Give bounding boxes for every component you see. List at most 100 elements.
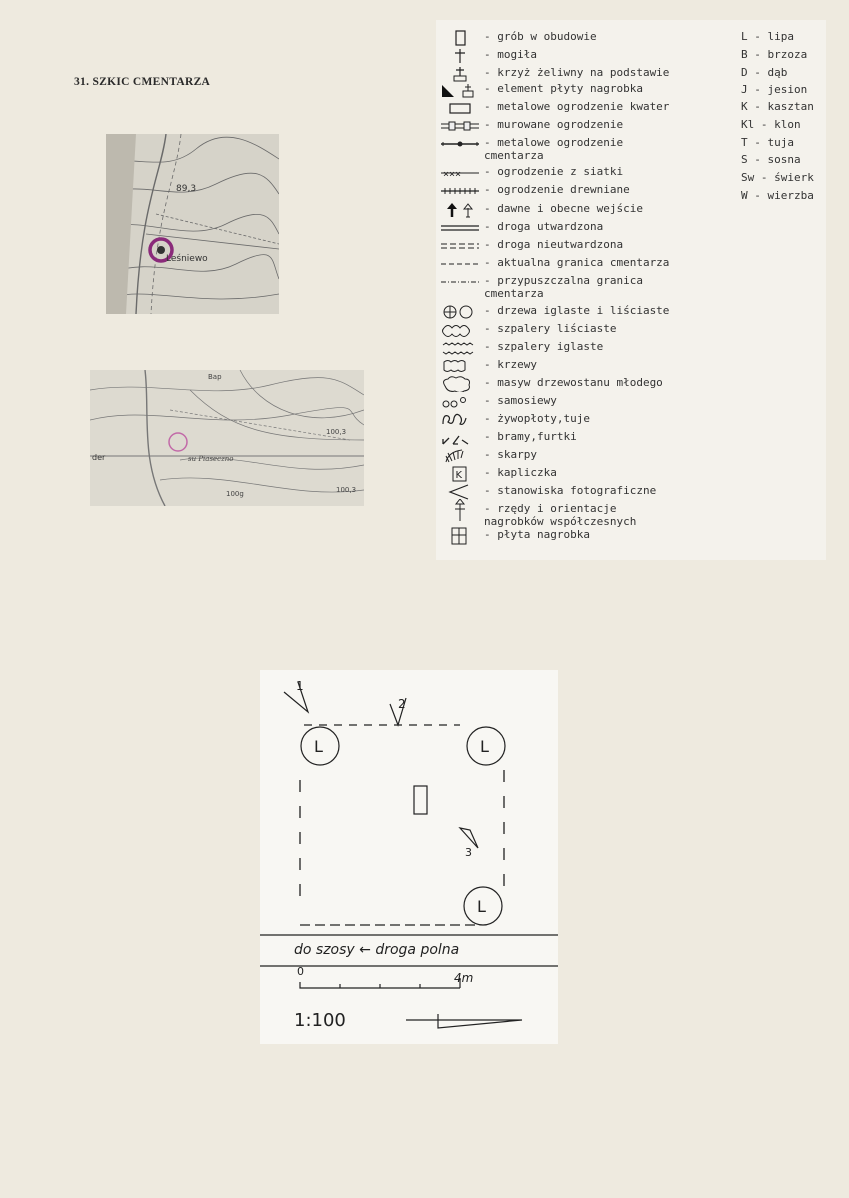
legend-item: - metalowe ogrodzenie kwater <box>436 100 669 116</box>
svg-text:K: K <box>456 470 463 481</box>
legend-item: - krzyż żeliwny na podstawie <box>436 66 669 82</box>
conifer-rows-icon <box>442 342 474 355</box>
paved-road-icon <box>441 225 479 231</box>
sketch-drawing: L L L 1 2 3 do szosy ← droga polna 0 4m <box>260 679 558 1031</box>
field-road-icon <box>260 934 558 967</box>
legend-item: - droga nieutwardzona <box>436 238 623 254</box>
topographic-map-2: der su Piaseczno Bap 100g 100,3 100,3 <box>90 370 364 506</box>
legend-item: - dawne i obecne wejście <box>436 202 643 218</box>
legend-item: ××× - ogrodzenie z siatki <box>436 165 623 181</box>
entrance-arrows-icon <box>447 203 474 218</box>
legend-item: - ogrodzenie drewniane <box>436 183 630 199</box>
tree-abbrev: B - brzoza <box>741 48 808 61</box>
grave-rows-icon <box>454 499 466 521</box>
tomb-slab-icon <box>451 527 467 545</box>
legend-item: - metalowe ogrodzenie cmentarza <box>436 136 623 162</box>
legend-item: - droga utwardzona <box>436 220 603 236</box>
north-arrow-icon <box>406 1014 523 1029</box>
shrubs-icon <box>443 360 466 372</box>
brick-fence-icon <box>441 121 479 131</box>
tree-abbrev: S - sosna <box>741 153 801 166</box>
map2-label: Bap <box>208 373 222 381</box>
legend-item: - przypuszczalna granica cmentarza <box>436 274 643 300</box>
photo-marker-1: 1 <box>296 679 304 693</box>
quarter-fence-icon <box>449 103 471 114</box>
scale-ratio: 1:100 <box>294 1010 346 1031</box>
legend-item: - aktualna granica cmentarza <box>436 256 669 272</box>
burial-mound-cross-icon <box>455 49 465 63</box>
metal-fence-icon <box>441 141 479 147</box>
page-title: 31. SZKIC CMENTARZA <box>74 76 211 88</box>
wooden-fence-icon <box>441 188 479 194</box>
legend-item: - skarpy <box>436 448 537 464</box>
photo-position-icon <box>448 484 469 500</box>
legend-item: - szpalery iglaste <box>436 340 603 356</box>
map2-label: 100,3 <box>336 486 356 494</box>
photo-position-icon <box>458 827 479 849</box>
scale-end: 4m <box>454 971 473 985</box>
legend-item: K - kapliczka <box>436 466 557 482</box>
tree-abbrev: D - dąb <box>741 66 788 79</box>
scale-bar <box>299 978 461 989</box>
tree-abbrev: K - kasztan <box>741 100 814 113</box>
chapel-icon: K <box>452 466 467 482</box>
map2-place-label: su Piaseczno <box>188 455 234 463</box>
svg-text:L: L <box>314 737 323 756</box>
legend-item: - rzędy i orientacje nagrobków współczes… <box>436 499 636 528</box>
deciduous-rows-icon <box>442 325 470 337</box>
legend-item: - bramy,furtki <box>436 430 577 446</box>
legend-item: - szpalery liściaste <box>436 322 616 338</box>
photo-marker-2: 2 <box>398 697 406 711</box>
unpaved-road-icon <box>441 243 479 249</box>
photo-position-icon <box>283 681 310 714</box>
photo-position-icon <box>389 697 407 727</box>
wire-fence-icon: ××× <box>441 169 479 180</box>
grave-enclosure-icon <box>455 30 466 46</box>
legend-item: - masyw drzewostanu młodego <box>436 376 663 392</box>
legend-item: - drzewa iglaste i liściaste <box>436 304 669 320</box>
hedge-icon <box>442 413 467 425</box>
map2-label: 100,3 <box>326 428 346 436</box>
svg-text:×××: ××× <box>443 169 461 180</box>
legend-item: - płyta nagrobka <box>436 527 590 545</box>
location-map-overview: der su Piaseczno Bap 100g 100,3 100,3 <box>90 370 364 506</box>
cemetery-sketch: L L L 1 2 3 do szosy ← droga polna 0 4m <box>260 670 558 1044</box>
photo-marker-3: 3 <box>465 846 472 859</box>
map2-label: 100g <box>226 490 244 498</box>
svg-text:L: L <box>477 897 486 916</box>
legend-item: - samosiewy <box>436 394 557 410</box>
legend-item: - stanowiska fotograficzne <box>436 484 656 500</box>
gates-icon <box>442 435 469 445</box>
road-label: do szosy ← droga polna <box>294 942 459 958</box>
legend-item: - murowane ogrodzenie <box>436 118 623 134</box>
slope-icon <box>445 449 464 463</box>
map-legend: - grób w obudowie - mogiła - krzyż żeliw… <box>436 20 826 560</box>
current-boundary-icon <box>441 263 479 265</box>
map1-height-label: 89,3 <box>176 184 196 194</box>
tree-abbrev: J - jesion <box>741 83 808 96</box>
probable-boundary-icon <box>441 281 479 283</box>
linden-tree-icon: L <box>300 726 340 766</box>
young-forest-icon <box>443 376 470 392</box>
tree-abbrev: W - wierzba <box>741 189 814 202</box>
linden-tree-icon: L <box>466 726 506 766</box>
topographic-map-1: 89,3 Leśniewo <box>106 134 279 314</box>
tree-abbrev: Sw - świerk <box>741 171 814 184</box>
tree-abbrev: L - lipa <box>741 30 794 43</box>
grave-enclosure-icon <box>413 785 428 815</box>
linden-tree-icon: L <box>463 886 503 926</box>
legend-item: - mogiła <box>436 48 537 64</box>
tree-abbrev: Kl - klon <box>741 118 801 131</box>
svg-text:L: L <box>480 737 489 756</box>
map1-place-label: Leśniewo <box>166 253 208 264</box>
iron-cross-on-base-icon <box>453 67 467 82</box>
legend-item: - krzewy <box>436 358 537 374</box>
scale-start: 0 <box>297 965 304 978</box>
legend-item: - żywopłoty,tuje <box>436 412 590 428</box>
self-seeded-icon <box>442 397 466 408</box>
location-map-detail: 89,3 Leśniewo <box>106 134 279 314</box>
legend-item: - grób w obudowie <box>436 30 597 46</box>
trees-icon <box>443 305 473 319</box>
tombstone-fragment-icon <box>442 84 474 98</box>
tree-abbrev: T - tuja <box>741 136 794 149</box>
